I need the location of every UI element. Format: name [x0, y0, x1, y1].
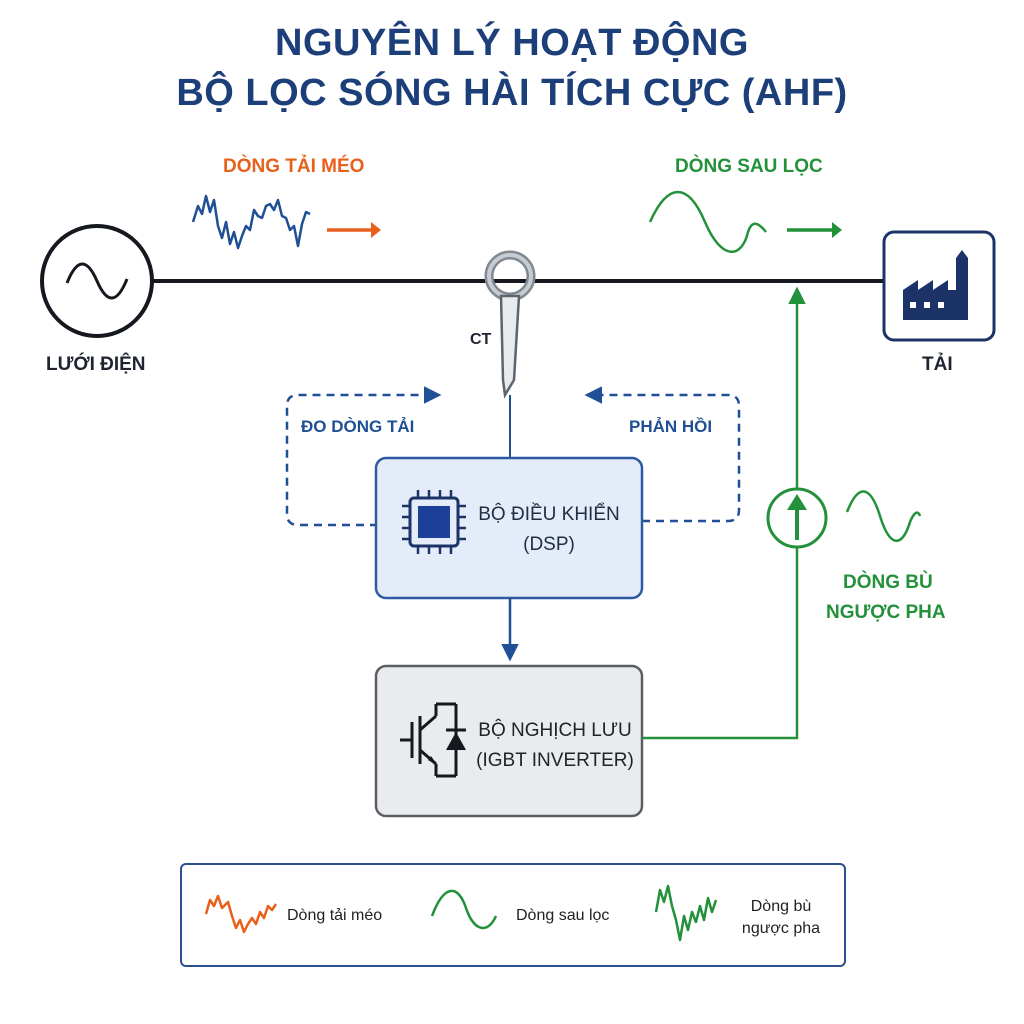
controller-line-2: (DSP) [523, 534, 575, 555]
feedback-label: PHẢN HỒI [629, 417, 713, 436]
legend-distorted-wave [204, 894, 278, 934]
feedback-loop [584, 386, 741, 523]
controller-line-1: BỘ ĐIỀU KHIỂN [478, 504, 620, 525]
measure-loop [285, 386, 442, 527]
ct-label: CT [470, 331, 492, 348]
compensation-path [642, 286, 806, 740]
legend-compensation-line-1: Dòng bù [750, 898, 812, 915]
igbt-icon [400, 702, 466, 778]
inverter-title: BỘ NGHỊCH LƯU (IGBT INVERTER) [470, 716, 640, 776]
legend-filtered-wave [430, 889, 498, 929]
grid-label: LƯỚI ĐIỆN [46, 354, 146, 375]
load-label: TẢI [922, 354, 953, 375]
factory-icon [882, 230, 996, 342]
ac-source-icon [40, 224, 154, 338]
distorted-current-label: DÒNG TẢI MÉO [223, 156, 365, 177]
filtered-current-label: DÒNG SAU LỌC [675, 156, 823, 177]
controller-title: BỘ ĐIỀU KHIỂN (DSP) [474, 500, 624, 560]
compensation-label-line-1: DÒNG BÙ [843, 572, 933, 593]
legend-distorted-label: Dòng tải méo [287, 907, 383, 924]
legend-compensation-wave [654, 884, 718, 942]
distorted-waveform [191, 194, 311, 250]
legend-compensation-label: Dòng bù ngược pha [736, 896, 826, 940]
ct-sensor-icon [484, 250, 536, 399]
legend-filtered-label: Dòng sau lọc [516, 907, 610, 924]
compensation-label-line-2: NGƯỢC PHA [826, 602, 946, 623]
legend-compensation-line-2: ngược pha [741, 920, 821, 937]
filtered-waveform [648, 190, 767, 253]
legend [180, 863, 846, 967]
current-source-icon [766, 487, 828, 549]
chip-icon [402, 490, 466, 554]
title-line-1: NGUYÊN LÝ HOẠT ĐỘNG [275, 22, 749, 64]
title-line-2: BỘ LỌC SÓNG HÀI TÍCH CỰC (AHF) [176, 72, 848, 114]
measure-load-current-label: ĐO DÒNG TẢI [301, 417, 415, 436]
compensation-waveform [845, 490, 922, 542]
inverter-line-2: (IGBT INVERTER) [476, 750, 634, 771]
inverter-line-1: BỘ NGHỊCH LƯU [478, 720, 632, 741]
